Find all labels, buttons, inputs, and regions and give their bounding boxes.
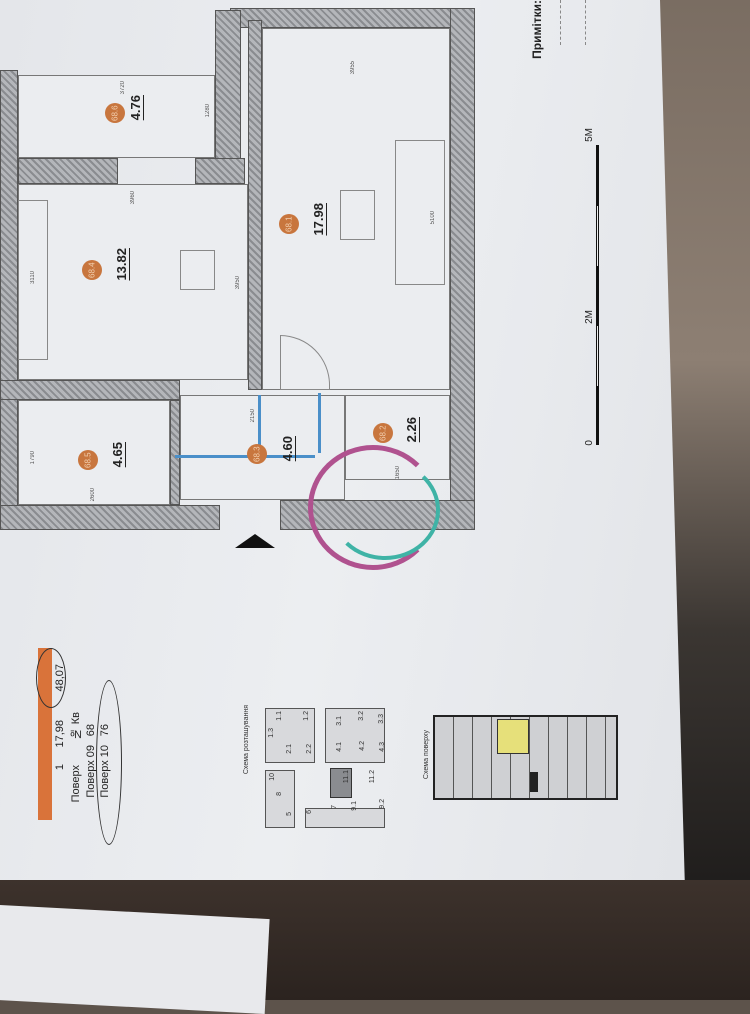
site-block-label: 4.3: [379, 742, 386, 752]
site-plan: [265, 708, 385, 828]
room-id-badge: 68.6: [105, 103, 125, 123]
site-block-label: 1.3: [268, 728, 275, 738]
living-area: 17,98: [54, 720, 66, 748]
notes-title: Примітки:: [530, 0, 544, 59]
site-block: [325, 708, 385, 763]
site-block-label: 10: [269, 773, 276, 781]
site-block-label: 9.2: [379, 799, 386, 809]
site-block-label: 3.1: [336, 716, 343, 726]
dimension: 3950: [235, 276, 241, 290]
logo-circle-purple: [308, 445, 438, 570]
wall-balcony-bottom: [195, 158, 245, 184]
site-block-label: 11.2: [369, 770, 376, 784]
ink-line: [175, 455, 315, 458]
wall-partition: [248, 20, 262, 390]
ink-circle: [36, 648, 66, 708]
dimension: 5100: [430, 211, 436, 225]
dimension: 2150: [250, 409, 256, 423]
scale-label-5m: 5M: [584, 128, 595, 142]
notes-line: [560, 0, 561, 45]
room-area: 2.26: [404, 417, 419, 443]
table: [340, 190, 375, 240]
kitchen-counter: [18, 200, 48, 360]
site-block-label: 1.2: [303, 711, 310, 721]
room-id-badge: 68.5: [78, 450, 98, 470]
dining-table: [180, 250, 215, 290]
site-block: [265, 770, 295, 828]
site-block-label: 2.2: [306, 744, 313, 754]
site-block-label: 3.2: [358, 711, 365, 721]
wall-kitchen-bottom: [0, 380, 180, 400]
room-id-badge: 68.2: [373, 423, 393, 443]
dimension: 1650: [395, 466, 401, 480]
wall-top: [230, 8, 470, 28]
scale-label-2m: 2M: [584, 310, 595, 324]
room-area: 13.82: [114, 248, 129, 281]
wall-right: [450, 8, 475, 530]
wall-balcony-bottom: [18, 158, 118, 184]
entrance-arrow-icon: [235, 534, 275, 548]
rooms-count: 1: [54, 764, 66, 771]
site-block-label: 4.1: [336, 742, 343, 752]
apt-number: 68: [85, 724, 97, 737]
site-block-label: 4.2: [359, 741, 366, 751]
site-block-label: 2.1: [286, 744, 293, 754]
room-area: 4.65: [110, 442, 125, 468]
wall-balcony: [215, 10, 241, 180]
site-block-label: 9.1: [351, 801, 358, 811]
site-plan-label: Схема розташування: [243, 705, 250, 775]
ink-line: [318, 393, 321, 453]
dimension: 3110: [30, 271, 36, 284]
room-id-badge: 68.4: [82, 260, 102, 280]
site-block-label: 7: [331, 805, 338, 809]
room-area: 4.76: [128, 95, 143, 121]
notes-line: [585, 0, 586, 45]
site-block-label: 11.1: [343, 770, 350, 784]
dimension: 3960: [130, 191, 136, 205]
floor-scheme-label: Схема поверху: [423, 730, 430, 780]
dimension: 1280: [205, 104, 211, 118]
apartment-highlight: [497, 719, 529, 754]
stairwell: [530, 772, 538, 792]
site-block: [305, 808, 385, 828]
dimension: 1790: [30, 451, 36, 465]
site-block-label: 1.1: [276, 711, 283, 721]
paper-corner: [0, 905, 270, 1014]
room-bathroom: [18, 400, 170, 505]
room-id-badge: 68.1: [279, 214, 299, 234]
scale-label-zero: 0: [584, 440, 595, 446]
apt-label: № Кв: [70, 712, 82, 740]
site-block-label: 3.3: [378, 714, 385, 724]
room-living: [262, 28, 450, 390]
dimension: 3720: [120, 81, 126, 95]
site-block-label: 6: [306, 810, 313, 814]
room-id-badge: 68.3: [247, 444, 267, 464]
logo-circle-teal: [330, 460, 440, 560]
dimension: 2600: [90, 488, 96, 502]
wall-bottom-left: [0, 505, 220, 530]
room-area: 17.98: [311, 203, 326, 236]
floor-scheme: [433, 715, 618, 800]
ink-line: [258, 395, 261, 455]
site-block-highlighted: [330, 768, 352, 798]
sofa: [395, 140, 445, 285]
wall-left: [0, 70, 18, 530]
site-block: [265, 708, 315, 763]
site-block-label: 5: [286, 812, 293, 816]
room-area: 4.60: [280, 436, 295, 462]
scale-bar: [596, 145, 599, 445]
dimension: 3955: [350, 61, 356, 75]
wall-bathroom: [170, 400, 180, 505]
ink-circle: [96, 680, 122, 845]
floor-label: Поверх: [70, 765, 82, 803]
site-block-label: 8: [276, 792, 283, 796]
